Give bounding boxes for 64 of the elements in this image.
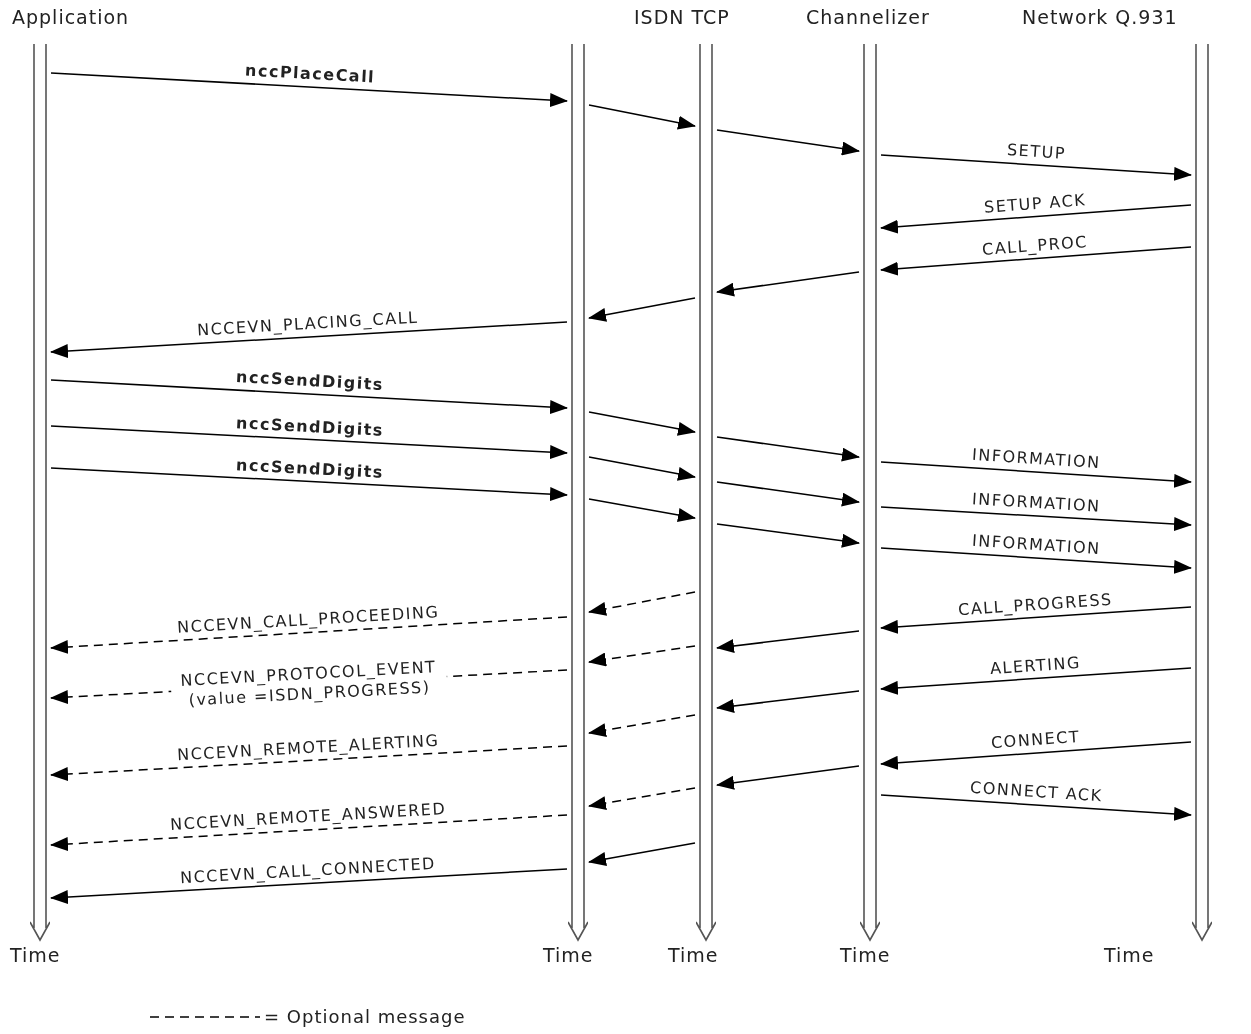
message-arrow [716, 129, 860, 156]
message-arrow [50, 745, 568, 782]
message-arrow [588, 297, 696, 322]
message-label: nccSendDigits [234, 454, 386, 483]
lifeline-heading: Network Q.931 [1022, 6, 1178, 28]
message-arrow [716, 436, 860, 462]
message-arrow [880, 461, 1192, 488]
message-label: SETUP ACK [982, 189, 1088, 218]
message-arrow [50, 379, 568, 415]
message-arrow [50, 868, 568, 905]
message-arrow [588, 591, 696, 616]
message-arrow [880, 204, 1192, 234]
message-arrow [880, 154, 1192, 181]
message-arrow [880, 794, 1192, 821]
message-label: NCCEVN_REMOTE_ALERTING [175, 730, 441, 766]
message-arrow [588, 456, 696, 481]
message-arrow [880, 506, 1192, 531]
time-label: Time [668, 944, 719, 966]
message-label: CALL_PROGRESS [956, 589, 1114, 620]
message-label: CALL_PROC [980, 231, 1090, 260]
message-label: NCCEVN_CALL_CONNECTED [178, 853, 438, 888]
message-arrow [716, 481, 860, 507]
message-arrow [880, 547, 1192, 574]
message-arrow [716, 765, 860, 790]
message-label: nccPlaceCall [243, 60, 377, 88]
message-label: ALERTING [988, 652, 1082, 679]
time-label: Time [1104, 944, 1155, 966]
legend-text: = Optional message [264, 1006, 466, 1027]
message-arrow [880, 246, 1192, 276]
message-arrow [588, 498, 696, 522]
message-arrow [588, 104, 696, 130]
lifeline-heading: Application [12, 6, 130, 28]
message-arrow [588, 787, 696, 811]
time-label: Time [840, 944, 891, 966]
message-arrow [50, 425, 568, 460]
time-label: Time [10, 944, 61, 966]
message-label: INFORMATION [970, 444, 1103, 474]
lifeline-heading: Channelizer [806, 6, 930, 28]
message-label: INFORMATION [970, 489, 1103, 517]
message-arrow [716, 690, 860, 713]
message-arrow [880, 667, 1192, 695]
time-label: Time [543, 944, 594, 966]
message-label: CONNECT ACK [968, 777, 1105, 807]
lifeline-heading: ISDN TCP [634, 6, 730, 28]
message-arrow [716, 271, 860, 297]
message-label: CONNECT [989, 726, 1082, 754]
message-arrow [588, 842, 696, 866]
message-arrow [588, 714, 696, 738]
message-arrow [50, 321, 568, 358]
message-arrow [716, 523, 860, 548]
message-arrow [50, 72, 568, 108]
message-arrow [588, 645, 696, 667]
message-arrow [880, 741, 1192, 770]
message-arrow [50, 814, 568, 851]
message-arrow [50, 616, 568, 654]
message-label: nccSendDigits [234, 412, 386, 441]
message-label: nccSendDigits [234, 366, 386, 396]
message-label: SETUP [1005, 139, 1068, 165]
message-arrow [50, 467, 568, 502]
message-arrow [716, 630, 860, 653]
message-label: NCCEVN_PLACING_CALL [195, 307, 421, 341]
message-label: INFORMATION [970, 530, 1103, 560]
message-arrow [588, 411, 696, 436]
message-arrow [880, 606, 1192, 634]
